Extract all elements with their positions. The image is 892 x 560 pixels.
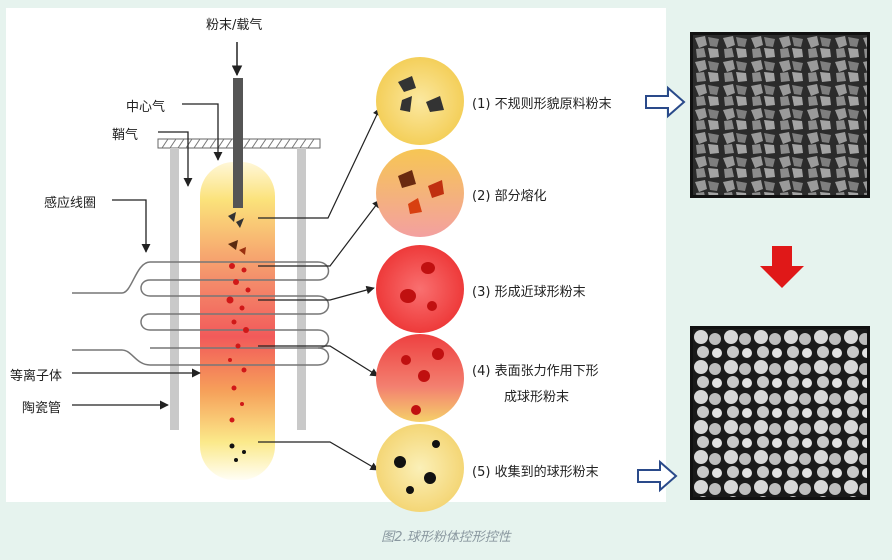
stage-1-number: (1) (472, 97, 491, 112)
stage-2-text: 部分熔化 (494, 189, 547, 204)
stage-5-number: (5) (472, 465, 491, 480)
induction-coil-label: 感应线圈 (44, 196, 97, 211)
stage-2-label: (2) 部分熔化 (472, 185, 547, 204)
feed-label: 粉末/载气 (206, 18, 263, 33)
stage-1-circle (376, 57, 464, 145)
central-gas-arrow (182, 103, 223, 161)
coil-arrow (112, 199, 151, 253)
stage-4-label: (4) 表面张力作用下形 (472, 360, 599, 379)
stage-4-circle (376, 334, 464, 422)
sheath-gas-label: 鞘气 (112, 128, 139, 143)
stage-5-text: 收集到的球形粉末 (494, 465, 599, 480)
stage-5-label: (5) 收集到的球形粉末 (472, 461, 599, 480)
leader-stage-1 (258, 107, 381, 219)
central-gas-label: 中心气 (126, 100, 166, 115)
red-down-arrow (760, 246, 804, 288)
diagram-panel (6, 8, 666, 502)
figure-caption: 图2.球形粉体控形控性 (381, 530, 511, 545)
spherical-powder-photo (690, 326, 870, 500)
stage-3-text: 形成近球形粉末 (494, 285, 586, 300)
arrow-to-raw-photo (645, 85, 686, 119)
stage-1-label: (1) 不规则形貌原料粉末 (472, 93, 612, 112)
stage-2-number: (2) (472, 189, 491, 204)
stage-4-label-line2: 成球形粉末 (504, 390, 570, 405)
stage-4-text: 表面张力作用下形 (494, 364, 599, 379)
stage-3-label: (3) 形成近球形粉末 (472, 281, 586, 300)
plasma-label: 等离子体 (10, 369, 63, 384)
stage-5-circle (376, 424, 464, 512)
stage-3-circle (376, 245, 464, 333)
arrow-to-spherical-photo (637, 459, 678, 493)
sheath-gas-arrow (158, 131, 193, 187)
stage-1-text: 不规则形貌原料粉末 (494, 97, 612, 112)
leader-stage-4 (258, 345, 379, 377)
plasma-column (200, 162, 275, 480)
plasma-particles (226, 212, 251, 462)
induction-coil (72, 261, 330, 366)
leader-stage-3 (258, 285, 375, 301)
stage-2-circle (376, 149, 464, 237)
raw-powder-photo (690, 32, 870, 198)
stage-4-number: (4) (472, 364, 491, 379)
leader-stage-5 (258, 441, 379, 471)
ceramic-tube-left (170, 148, 179, 430)
ceramic-tube-label: 陶瓷管 (22, 401, 62, 416)
ceramic-tube-right (297, 148, 306, 430)
stage-3-number: (3) (472, 285, 491, 300)
leader-stage-2 (258, 199, 381, 267)
